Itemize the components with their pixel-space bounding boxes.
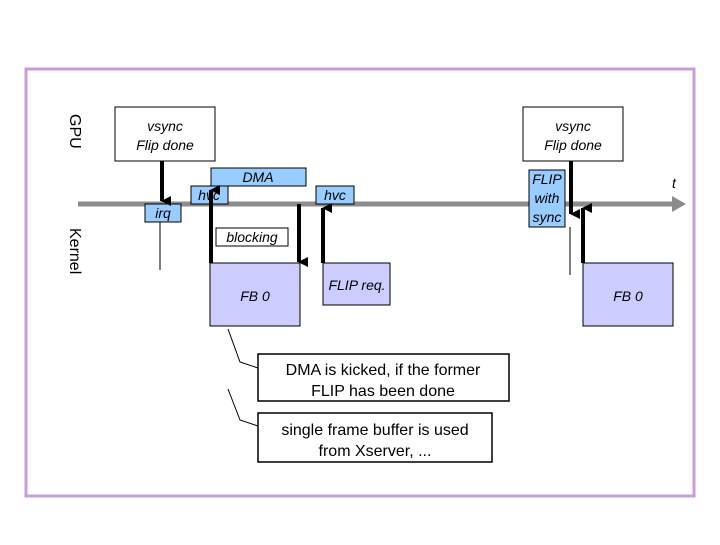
flip-req-label: FLIP req. [328, 277, 385, 293]
note-dma-kicked-line-2: FLIP has been done [311, 383, 455, 400]
vsync-box-2 [522, 106, 624, 162]
vsync-box-1-line-1: vsync [147, 118, 183, 134]
hvc-box-2 [315, 185, 355, 205]
note-dma-kicked-line-1: DMA is kicked, if the former [286, 362, 481, 379]
time-axis-label: t [672, 175, 677, 191]
note-single-fb-line-1: single frame buffer is used [281, 422, 468, 439]
fb0-label-1: FB 0 [240, 288, 270, 304]
dma-label: DMA [242, 169, 273, 185]
blocking-label: blocking [226, 229, 278, 245]
note-single-fb [257, 412, 493, 463]
vsync-box-1 [114, 106, 216, 162]
fb0-label-2: FB 0 [613, 288, 643, 304]
flip-with-sync-line-2: with [535, 190, 560, 206]
hvc-label-2: hvc [324, 187, 346, 203]
callout-connector-1 [227, 328, 259, 369]
irq-label: irq [155, 205, 171, 221]
blocking-box [215, 227, 289, 247]
gpu-lane-label: GPU [66, 114, 83, 149]
note-single-fb-line-2: from Xserver, ... [319, 443, 432, 460]
timeline-arrowhead [672, 196, 686, 212]
dma-box [210, 167, 307, 187]
flip-with-sync-line-1: FLIP [532, 171, 562, 187]
vsync-box-2-line-2: Flip done [544, 137, 602, 153]
flip-req-box [322, 262, 391, 306]
vsync-box-2-line-1: vsync [555, 118, 591, 134]
kernel-lane-label: Kernel [66, 228, 83, 274]
fb0-box-1 [209, 262, 301, 327]
callout-connector-2 [227, 388, 259, 427]
fb0-box-2 [582, 262, 674, 327]
vsync-box-1-line-2: Flip done [136, 137, 194, 153]
note-dma-kicked [257, 353, 510, 402]
flip-with-sync-box [528, 169, 566, 228]
flip-with-sync-line-3: sync [533, 209, 562, 225]
outer-frame [24, 67, 696, 498]
